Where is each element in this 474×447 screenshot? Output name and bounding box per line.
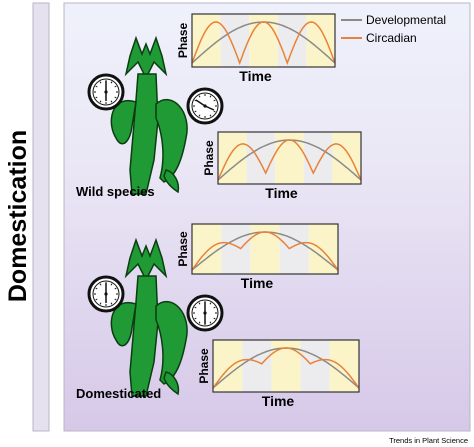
side-bar	[32, 2, 50, 432]
night-band	[303, 132, 333, 184]
night-band	[300, 340, 330, 392]
chart-x-label: Time	[265, 185, 298, 201]
chart-frame	[191, 223, 339, 275]
wild-clock-icon	[87, 73, 125, 111]
night-band	[277, 14, 307, 67]
night-band	[279, 224, 309, 274]
night-band	[246, 132, 276, 184]
chart-x-label: Time	[241, 275, 274, 291]
legend-developmental-label: Developmental	[366, 13, 446, 27]
circadian-curve	[217, 139, 362, 181]
legend-circadian-label: Circadian	[366, 31, 417, 45]
domesticated-clock-2-icon	[186, 294, 224, 332]
circadian-curve	[191, 231, 339, 271]
chart-frame	[191, 13, 336, 68]
domesticated-clock-icon	[87, 275, 125, 313]
legend: Developmental Circadian	[341, 13, 446, 45]
wild-clock-2-icon	[186, 87, 224, 125]
chart-frame	[212, 339, 360, 393]
side-label: Domestication	[4, 130, 32, 302]
chart-y-label: Phase	[176, 22, 190, 58]
night-band	[221, 224, 251, 274]
night-band	[242, 340, 272, 392]
circadian-curve	[191, 21, 336, 66]
chart-x-label: Time	[262, 393, 295, 409]
chart-frame	[217, 131, 362, 185]
chart-y-label: Phase	[176, 231, 190, 267]
night-band	[220, 14, 250, 67]
wild-species-label: Wild species	[76, 184, 155, 199]
chart-y-label: Phase	[197, 348, 211, 384]
circadian-curve	[212, 347, 360, 389]
domesticated-label: Domesticated	[76, 386, 161, 401]
credit-text: Trends in Plant Science	[389, 436, 468, 445]
chart-y-label: Phase	[202, 140, 216, 176]
chart-x-label: Time	[239, 68, 272, 84]
